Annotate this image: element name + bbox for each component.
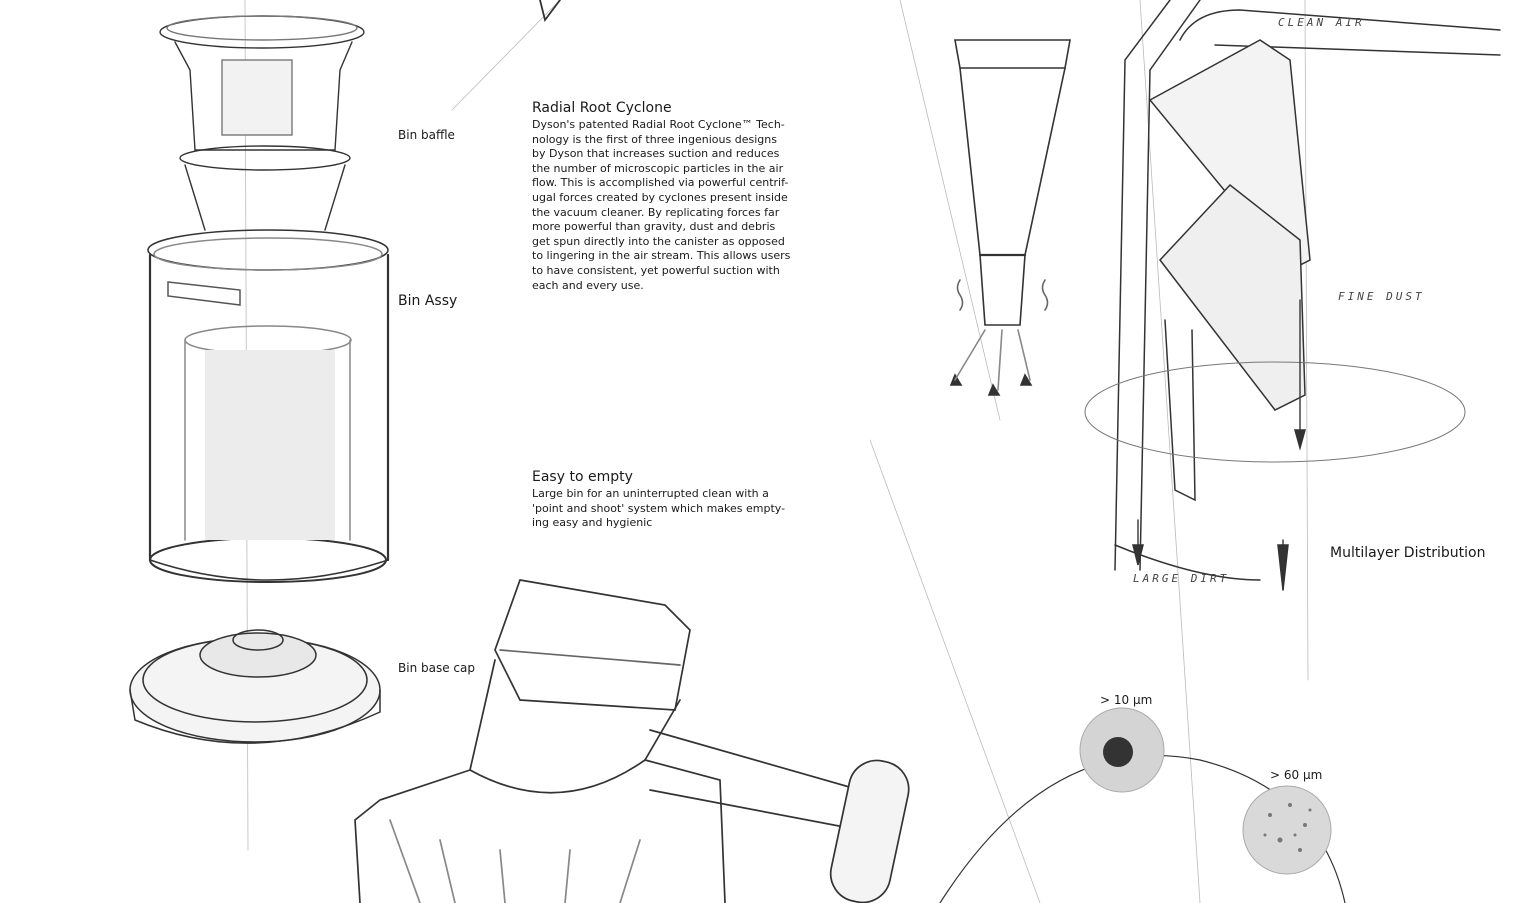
note-clean-air: CLEAN AIR [1278, 16, 1365, 29]
label-bin-base-cap: Bin base cap [398, 661, 475, 675]
text-line: by Dyson that increases suction and redu… [532, 147, 780, 161]
cyclone-description: Radial Root Cyclone Dyson's patented Rad… [532, 100, 790, 293]
note-large-dirt: LARGE DIRT [1133, 572, 1230, 585]
empty-description: Easy to empty Large bin for an uninterru… [532, 469, 785, 531]
text-line: flow. This is accomplished via powerful … [532, 176, 789, 190]
label-bin-baffle: Bin baffle [398, 128, 455, 142]
text-line: to lingering in the air stream. This all… [532, 249, 791, 263]
text-line: get spun directly into the canister as o… [532, 234, 785, 248]
note-fine-dust: FINE DUST [1338, 290, 1425, 303]
bin-baffle-sketch [159, 0, 561, 231]
empty-title: Easy to empty [532, 469, 633, 485]
text-line: more powerful than gravity, dust and deb… [532, 220, 776, 234]
text-line: ugal forces created by cyclones present … [532, 190, 788, 204]
text-line: to have consistent, yet powerful suction… [532, 263, 780, 277]
text-line: the vacuum cleaner. By replicating force… [532, 205, 780, 219]
bin-base-cap-sketch [129, 629, 381, 744]
label-particle-10um: > 10 µm [1100, 693, 1153, 707]
cone-sketch [949, 39, 1071, 396]
cyclone-title: Radial Root Cyclone [532, 100, 672, 116]
handheld-vacuum-sketch [354, 579, 910, 903]
text-line: the number of microscopic particles in t… [532, 161, 784, 175]
text-line: ing easy and hygienic [532, 516, 653, 530]
text-line: Dyson's patented Radial Root Cyclone™ Te… [532, 118, 785, 131]
label-particle-60um: > 60 µm [1270, 768, 1323, 782]
text-line: nology is the first of three ingenious d… [532, 132, 777, 146]
bin-assy-sketch [147, 229, 390, 583]
text-line: Large bin for an uninterrupted clean wit… [532, 487, 769, 500]
label-bin-assy: Bin Assy [398, 293, 458, 309]
particle-diagram [939, 707, 1346, 903]
text-line: each and every use. [532, 278, 644, 292]
text-line: 'point and shoot' system which makes emp… [532, 501, 786, 515]
label-multilayer-distribution: Multilayer Distribution [1330, 545, 1486, 561]
multilayer-cyclone-sketch [1084, 0, 1501, 591]
particle-60um-icon [1242, 785, 1332, 875]
